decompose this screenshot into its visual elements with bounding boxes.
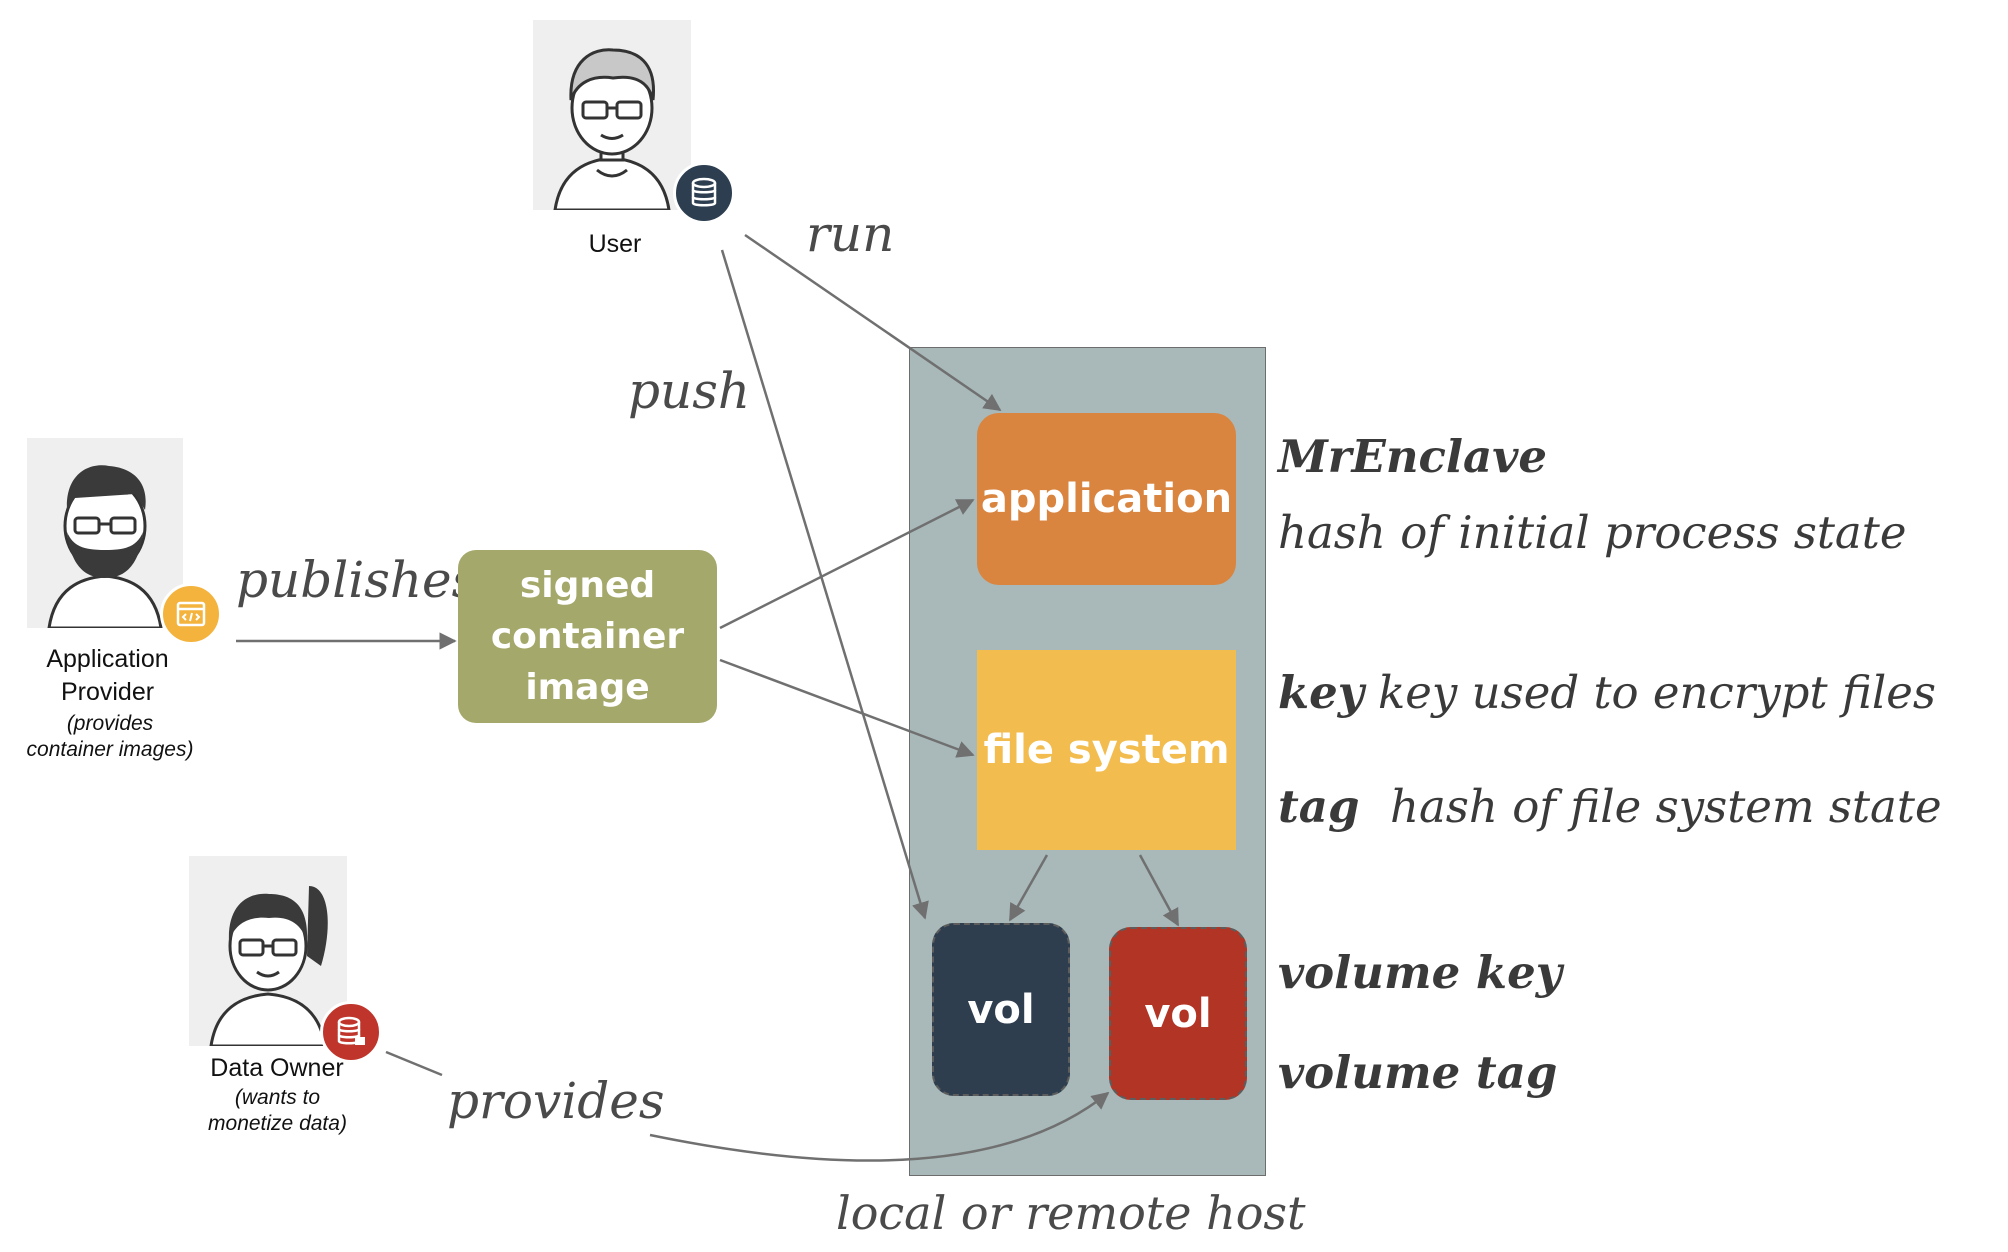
arrow-push bbox=[720, 249, 929, 920]
volume-tag-label: volume tag bbox=[1278, 1046, 1558, 1099]
user-avatar bbox=[533, 20, 691, 210]
data-owner-avatar bbox=[189, 856, 347, 1046]
edge-label-run: run bbox=[806, 205, 895, 263]
user-name: User bbox=[588, 230, 642, 258]
code-window-icon bbox=[176, 601, 206, 627]
mrenclave-term: MrEnclave bbox=[1278, 430, 1547, 483]
edge-label-provides: provides bbox=[447, 1072, 665, 1130]
app-provider-note: (provides container images) bbox=[26, 712, 194, 761]
database-icon bbox=[691, 177, 717, 207]
database-lock-icon bbox=[337, 1016, 365, 1045]
data-owner-badge bbox=[320, 1001, 382, 1063]
edge-label-publishes: publishes bbox=[236, 551, 478, 609]
user-badge bbox=[673, 162, 735, 224]
volume-key-label: volume key bbox=[1278, 946, 1562, 999]
app-provider-avatar bbox=[27, 438, 183, 628]
data-owner-name: Data Owner bbox=[210, 1054, 344, 1082]
person-icon bbox=[209, 886, 328, 1046]
key-term: key bbox=[1278, 666, 1364, 719]
app-provider-badge bbox=[160, 583, 222, 645]
person-icon bbox=[47, 465, 163, 628]
application-box: application bbox=[977, 413, 1236, 585]
key-description: key used to encrypt files bbox=[1378, 666, 1936, 719]
tag-term: tag bbox=[1278, 780, 1360, 833]
signed-container-image-box: signed container image bbox=[458, 550, 717, 723]
edge-label-push: push bbox=[628, 362, 751, 420]
app-provider-name: Application Provider bbox=[46, 645, 169, 706]
volume-left-box: vol bbox=[932, 923, 1070, 1096]
host-label: local or remote host bbox=[836, 1186, 1306, 1240]
data-owner-note: (wants to monetize data) bbox=[208, 1086, 347, 1135]
file-system-box: file system bbox=[977, 650, 1236, 850]
mrenclave-description: hash of initial process state bbox=[1278, 506, 1907, 559]
volume-right-box: vol bbox=[1109, 927, 1247, 1100]
tag-description: hash of file system state bbox=[1390, 780, 1942, 833]
connector-owner-to-provides bbox=[385, 1050, 443, 1077]
person-icon bbox=[553, 48, 671, 210]
